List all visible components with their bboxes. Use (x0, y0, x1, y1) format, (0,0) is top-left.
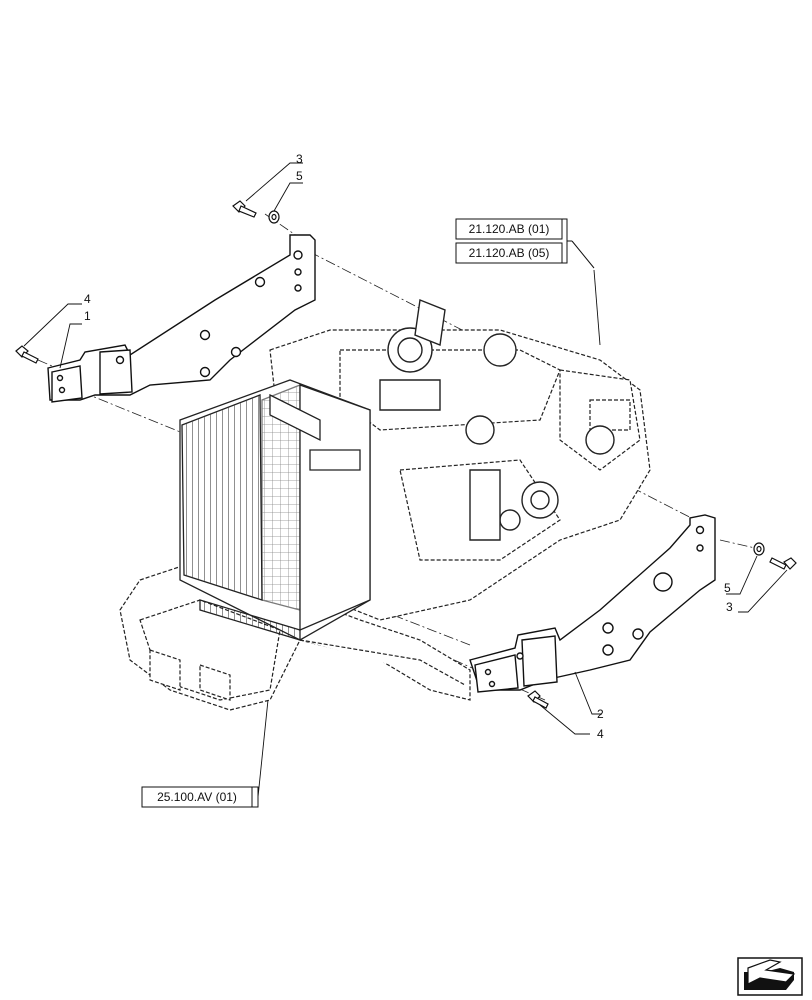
ref-label-3: 25.100.AV (01) (157, 790, 237, 804)
ref-box-21-120-ab-05[interactable]: 21.120.AB (05) (455, 242, 563, 264)
bolt-right-item-3 (769, 557, 797, 570)
radiator-pack (179, 379, 371, 641)
callout-3-right: 3 (726, 600, 733, 614)
ref-bracket (562, 218, 595, 269)
bolt-bottom-item-4 (527, 690, 549, 709)
callout-4-bottom: 4 (597, 727, 604, 741)
bracket-left-item-1 (47, 234, 316, 403)
bolt-top-item-3 (232, 200, 257, 218)
ref-label-1: 21.120.AB (01) (469, 222, 550, 236)
bracket-right-item-2 (469, 514, 716, 693)
callout-4-left: 4 (84, 292, 91, 306)
callout-1-left: 1 (84, 309, 91, 323)
washer-right-item-5 (753, 542, 765, 556)
leader-lines (23, 162, 788, 798)
ref-box-21-120-ab-01[interactable]: 21.120.AB (01) (455, 218, 563, 240)
bolt-left-item-4 (15, 345, 39, 364)
next-page-arrow-icon[interactable] (737, 957, 803, 996)
ref-label-2: 21.120.AB (05) (469, 246, 550, 260)
ref-box-25-100-av-01[interactable]: 25.100.AV (01) (141, 786, 259, 808)
callout-3-top: 3 (296, 152, 303, 166)
engine-cylinder-head (379, 299, 615, 541)
washer-top-item-5 (268, 210, 280, 224)
callout-5-right: 5 (724, 581, 731, 595)
callout-5-top: 5 (296, 169, 303, 183)
callout-2-bottom: 2 (597, 707, 604, 721)
